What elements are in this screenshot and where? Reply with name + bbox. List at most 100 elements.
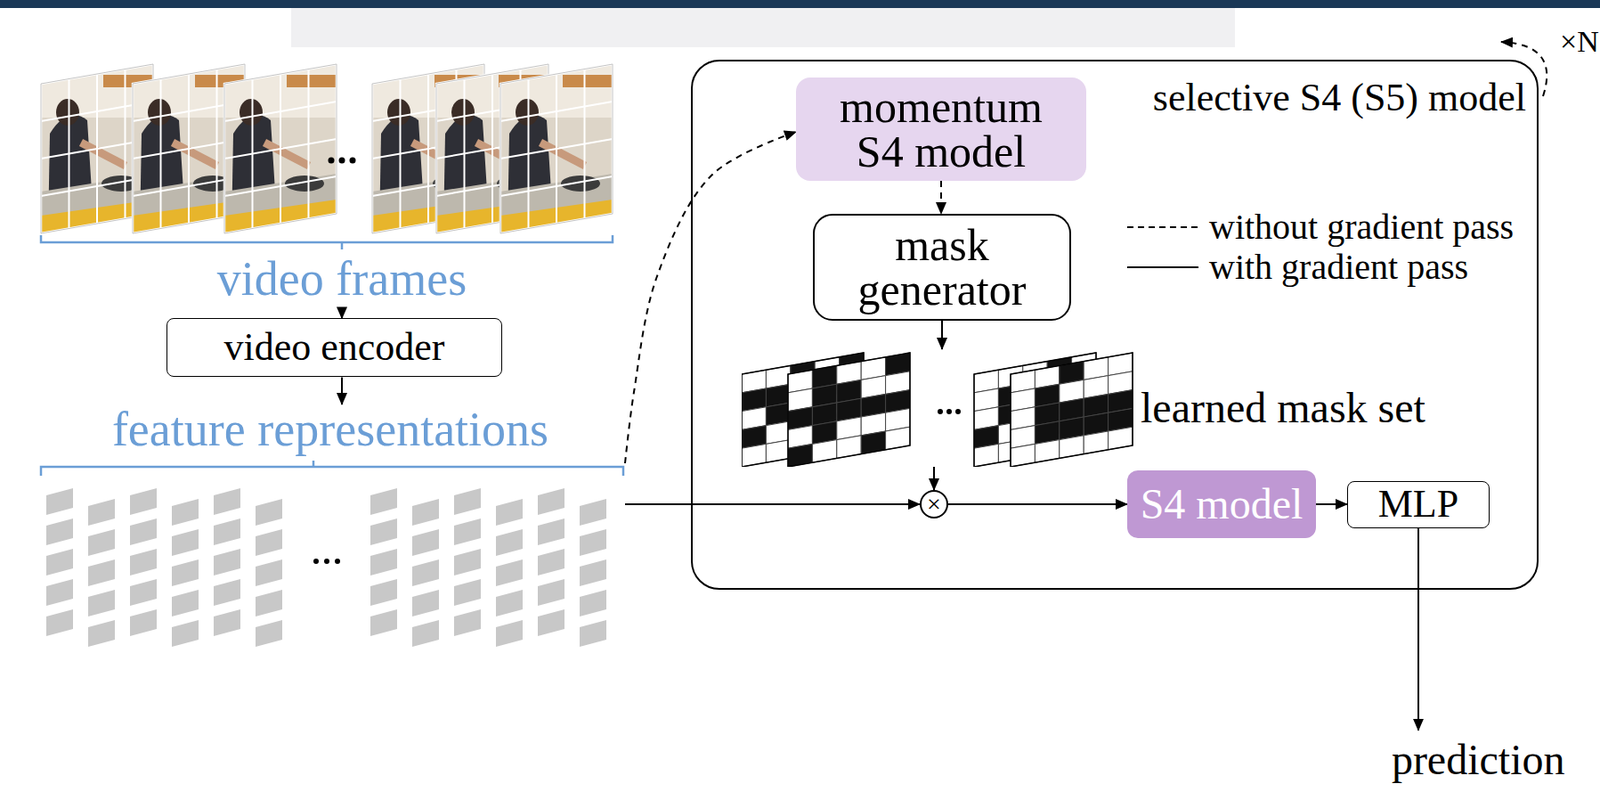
frame-arm: [540, 142, 585, 166]
feature-tile: [88, 559, 115, 586]
frame-outline: [500, 64, 613, 234]
frame-background: [224, 64, 337, 234]
multiply-symbol: ×: [919, 489, 949, 519]
feature-tile: [129, 518, 157, 545]
feature-tile: [129, 548, 157, 576]
node-text: prediction: [1391, 737, 1566, 782]
legend: without gradient passwith gradient pass: [1127, 206, 1514, 287]
ellipsis-dot: [324, 558, 330, 564]
legend-item: without gradient pass: [1127, 206, 1514, 247]
frame-head: [147, 98, 171, 126]
frame-grid-line: [308, 69, 310, 220]
feature-tile: [213, 548, 241, 576]
frame-head: [239, 98, 263, 126]
feature-tile: [370, 609, 398, 636]
feature-tile: [412, 559, 439, 586]
feature-tile: [495, 528, 523, 556]
feature-tile: [454, 578, 481, 606]
frame-grid-line: [216, 69, 219, 220]
feature-tile: [579, 619, 607, 647]
legend-line: [1127, 266, 1199, 269]
frame-grid-line: [584, 69, 586, 220]
flow-arrow: [1417, 527, 1420, 731]
ellipsis-dot: [334, 558, 341, 564]
process-box: mask generator: [812, 213, 1072, 321]
output-label: prediction: [1384, 730, 1573, 790]
mask-frame: [1010, 352, 1133, 467]
bracket: [40, 460, 624, 476]
ellipsis-dot: [328, 157, 335, 164]
feature-tile: [255, 619, 283, 647]
flow-arrow: [341, 376, 343, 405]
feature-tile: [213, 518, 241, 545]
feature-tile: [171, 589, 199, 617]
ellipsis-dot: [339, 157, 346, 164]
node-text: feature representations: [112, 404, 549, 455]
model-box: momentum S4 model: [795, 77, 1087, 181]
mask-frame: [741, 352, 864, 467]
feature-tile: [88, 589, 115, 617]
repeat-count: ×N: [1559, 24, 1600, 58]
feature-tile: [46, 548, 74, 576]
bracket: [40, 235, 613, 250]
feature-tile: [454, 518, 481, 545]
feature-tile: [495, 559, 523, 586]
frame-grid-line: [124, 69, 127, 220]
node-text: ×: [926, 491, 942, 517]
node-text: learned mask set: [1140, 385, 1426, 431]
header-bar: [0, 0, 1600, 9]
feature-tile: [454, 609, 481, 636]
frame-grid-line: [500, 138, 613, 159]
flow-arrow: [625, 503, 920, 505]
feature-tile: [255, 589, 283, 617]
feature-tile: [579, 559, 607, 586]
feature-tile: [129, 609, 157, 636]
feature-tile: [370, 487, 398, 515]
flow-arrow: [1315, 503, 1348, 505]
feature-tile: [46, 609, 74, 636]
legend-line: [1127, 226, 1199, 228]
ellipsis-dot: [946, 408, 952, 415]
feature-tile: [412, 619, 439, 647]
video-frame: [224, 64, 337, 234]
node-text: mask generator: [835, 222, 1049, 312]
model-box: S4 model: [1127, 470, 1316, 538]
feature-tile: [255, 498, 283, 526]
frame-head: [515, 98, 539, 126]
feature-tile: [370, 548, 398, 576]
feature-tile: [171, 528, 199, 556]
flow-arrow: [341, 311, 343, 319]
frame-head: [451, 98, 475, 126]
mask-outline: [741, 352, 864, 467]
feature-tiles: [46, 487, 607, 647]
feature-tile: [370, 518, 398, 545]
frame-arm: [264, 142, 309, 166]
ellipsis-dot: [955, 408, 961, 415]
flow-arrow: [933, 466, 935, 490]
feature-tile: [88, 498, 115, 526]
feature-tile: [412, 589, 439, 617]
feature-tile: [412, 528, 439, 556]
feature-tile: [129, 487, 157, 515]
module-container: selective S4 (S5) modelmomentum S4 model…: [690, 59, 1539, 590]
feature-tile: [537, 548, 565, 576]
feature-tile: [537, 487, 565, 515]
header-panel: [291, 8, 1235, 48]
feature-tile: [129, 578, 157, 606]
feature-tile: [454, 548, 481, 576]
feature-tile: [88, 528, 115, 556]
feature-tile: [579, 528, 607, 556]
ellipsis-dot: [349, 157, 357, 164]
feature-tile: [495, 589, 523, 617]
frame-arm: [172, 142, 218, 166]
video-frames-art: [40, 64, 613, 234]
feature-tile: [454, 487, 481, 515]
video-frame: [500, 64, 613, 234]
node-text: video encoder: [224, 326, 446, 368]
process-box: MLP: [1347, 480, 1490, 528]
process-box: video encoder: [166, 317, 503, 377]
frame-grid-line: [224, 176, 337, 196]
frame-edge: [500, 64, 613, 234]
feature-tile: [213, 487, 241, 515]
